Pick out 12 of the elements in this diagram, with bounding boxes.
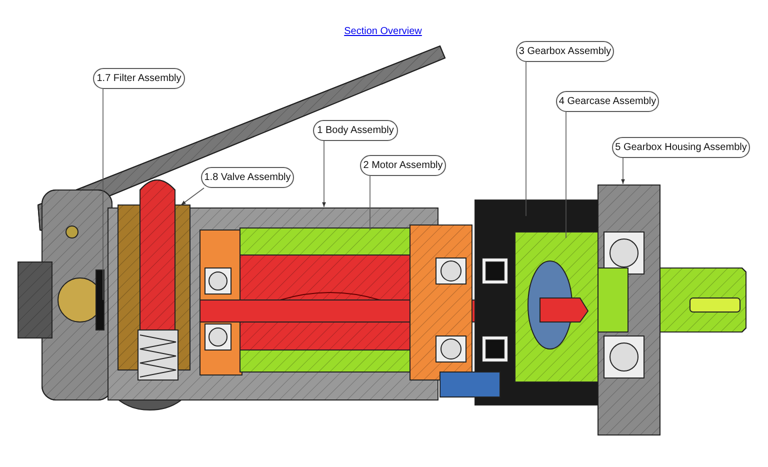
leader-line: [322, 140, 326, 208]
leader-line: [621, 158, 625, 184]
leader-line: [102, 88, 104, 300]
callout-label: 1 Body Assembly: [313, 120, 398, 141]
callout-label: 5 Gearbox Housing Assembly: [612, 137, 750, 158]
callout-label: 3 Gearbox Assembly: [516, 41, 614, 62]
callout-label: 1.8 Valve Assembly: [201, 167, 294, 188]
callout-label: 1.7 Filter Assembly: [93, 68, 185, 89]
callout-label: 4 Gearcase Assembly: [556, 91, 659, 112]
callout-label: 2 Motor Assembly: [360, 155, 446, 176]
leader-line: [180, 188, 204, 206]
section-overview-link: Section Overview: [343, 26, 423, 37]
